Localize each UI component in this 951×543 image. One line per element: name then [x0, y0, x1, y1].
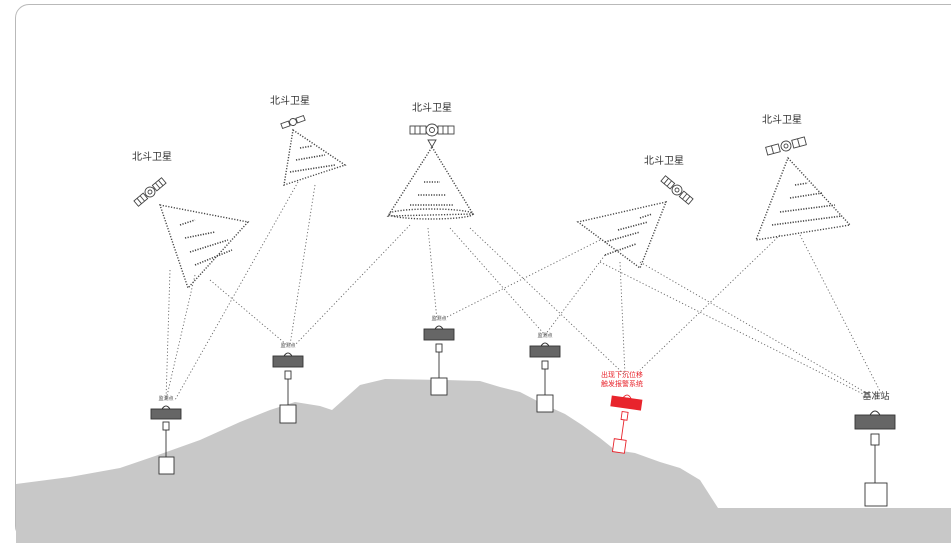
satellite-label-2: 北斗卫星 [270, 96, 310, 107]
monitoring-station-4 [529, 342, 561, 413]
alert-label-line1: 出现下沉位移 [601, 371, 643, 379]
satellite-2 [280, 114, 347, 187]
alert-label: 出现下沉位移 触发报警系统 [601, 371, 643, 389]
alert-station [610, 394, 643, 454]
monitoring-station-3 [423, 325, 455, 396]
base-station [854, 410, 896, 507]
signal-lines [165, 181, 883, 401]
satellite-4 [576, 175, 694, 270]
monitoring-point-label-3: 监测点 [431, 316, 447, 322]
monitoring-station-2 [272, 352, 304, 424]
satellite-label-1: 北斗卫星 [132, 152, 172, 163]
monitoring-point-label-2: 监测点 [280, 343, 296, 349]
satellite-3 [386, 123, 475, 220]
satellite-label-3: 北斗卫星 [412, 103, 452, 114]
monitoring-point-label-1: 监测点 [158, 396, 174, 402]
satellite-label-5: 北斗卫星 [762, 115, 802, 126]
base-station-label: 基准站 [862, 392, 890, 402]
monitoring-station-1 [150, 405, 182, 475]
satellite-1 [133, 177, 250, 290]
alert-label-line2: 触发报警系统 [601, 379, 643, 388]
satellite-label-4: 北斗卫星 [644, 156, 684, 167]
terrain [16, 379, 951, 543]
monitoring-point-label-4: 监测点 [537, 333, 553, 339]
satellite-5 [754, 136, 852, 241]
